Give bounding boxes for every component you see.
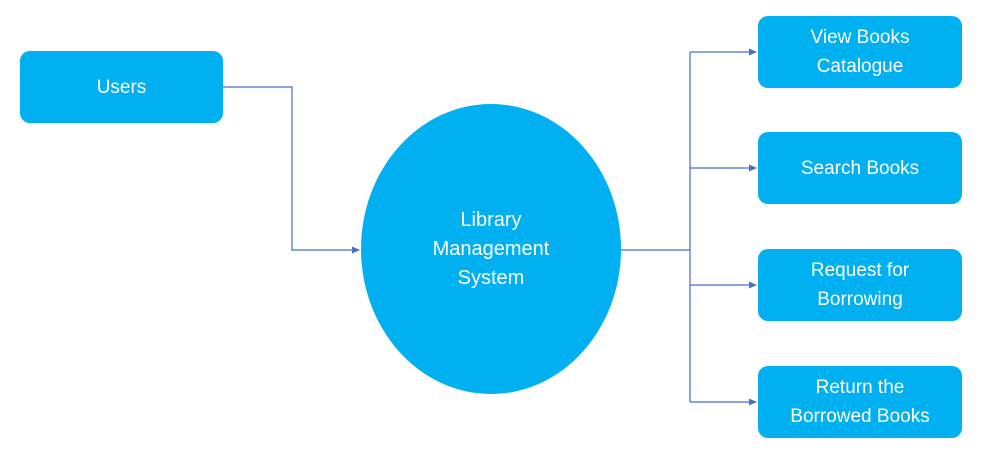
system-node-label: Library Management System	[432, 208, 550, 289]
return-borrowed-books-node: Return the Borrowed Books	[758, 366, 962, 438]
view-books-catalogue-node: View Books Catalogue	[758, 16, 962, 88]
request-for-borrowing-node: Request for Borrowing	[758, 249, 962, 321]
request-borrowing-node-label: Request for Borrowing	[810, 260, 910, 310]
return-books-node-label: Return the Borrowed Books	[790, 377, 930, 427]
users-node-label: Users	[96, 76, 147, 98]
connector-users-to-system	[223, 86, 360, 254]
search-books-node-label: Search Books	[800, 157, 920, 179]
library-management-system-node: Library Management System	[361, 104, 621, 394]
search-books-node: Search Books	[758, 132, 962, 204]
users-node: Users	[20, 51, 223, 123]
view-books-node-label: View Books Catalogue	[810, 27, 910, 77]
